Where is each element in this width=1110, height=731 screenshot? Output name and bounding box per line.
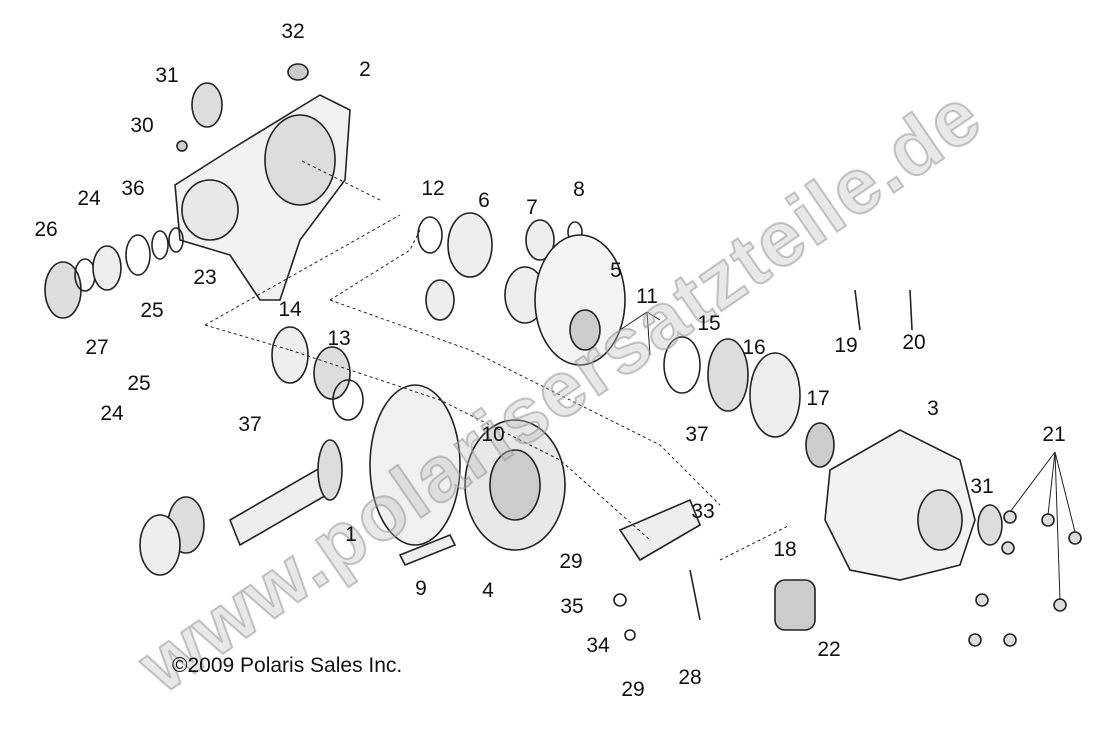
callout-2: 2 (359, 58, 371, 81)
dashed-lines (204, 159, 791, 561)
cover-3 (774, 289, 1003, 631)
callout-16: 16 (742, 336, 766, 359)
differential-gears (417, 212, 626, 366)
callout-3: 3 (927, 397, 939, 420)
callout-20: 20 (902, 331, 926, 354)
callout-7: 7 (526, 196, 538, 219)
callout-14: 14 (278, 298, 302, 321)
callout-19: 19 (834, 334, 858, 357)
callout-18: 18 (773, 538, 797, 561)
callout-4: 4 (482, 579, 494, 602)
callout-17: 17 (806, 387, 830, 410)
callout-33: 33 (691, 500, 715, 523)
callout-21: 21 (1042, 423, 1066, 446)
callout-25: 25 (127, 372, 151, 395)
callout-34: 34 (586, 634, 610, 657)
bearings-right (271, 326, 835, 468)
callout-6: 6 (478, 189, 490, 212)
callout-30: 30 (130, 114, 154, 137)
callout-31: 31 (970, 475, 994, 498)
callout-29: 29 (621, 678, 645, 701)
callout-37: 37 (238, 413, 262, 436)
callout-8: 8 (573, 178, 585, 201)
callout-37: 37 (685, 423, 709, 446)
callout-27: 27 (85, 336, 109, 359)
callout-12: 12 (421, 177, 445, 200)
housing-2 (174, 94, 351, 301)
callout-5: 5 (610, 259, 622, 282)
callout-1: 1 (345, 523, 357, 546)
callout-32: 32 (281, 20, 305, 43)
callout-26: 26 (34, 218, 58, 241)
ring-gear-and-case (139, 384, 566, 576)
callout-36: 36 (121, 177, 145, 200)
callout-15: 15 (697, 312, 721, 335)
callout-24: 24 (77, 187, 101, 210)
copyright-text: ©2009 Polaris Sales Inc. (172, 654, 403, 677)
callout-23: 23 (193, 266, 217, 289)
callout-10: 10 (481, 423, 505, 446)
leader-lines (619, 311, 1076, 601)
bolts-21 (968, 510, 1082, 647)
callout-31: 31 (155, 64, 179, 87)
shift-parts (613, 498, 701, 641)
callout-28: 28 (678, 666, 702, 689)
callout-29: 29 (559, 550, 583, 573)
callout-13: 13 (327, 327, 351, 350)
callout-24: 24 (100, 402, 124, 425)
pinion-bearings-left (44, 63, 309, 319)
callout-11: 11 (636, 285, 658, 308)
callout-25: 25 (140, 299, 164, 322)
callout-9: 9 (415, 577, 427, 600)
callout-35: 35 (560, 595, 584, 618)
callout-22: 22 (817, 638, 841, 661)
